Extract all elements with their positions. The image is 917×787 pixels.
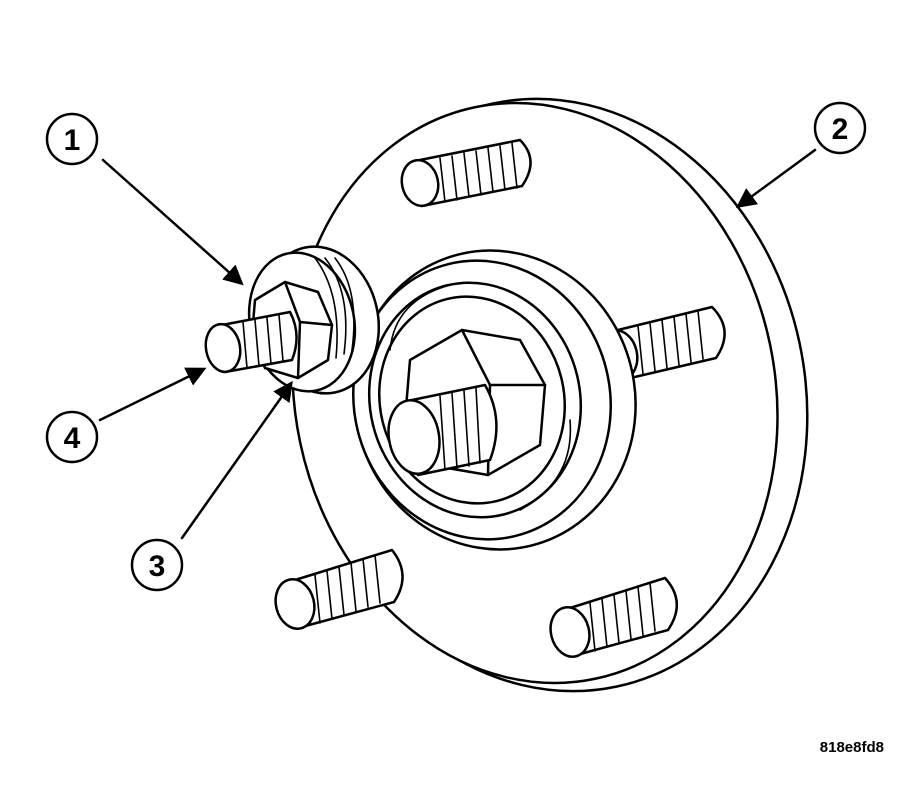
callout-4-label: 4 xyxy=(64,422,81,455)
callout-3: 3 xyxy=(130,538,184,592)
callout-3-label: 3 xyxy=(149,550,166,583)
wheel-stud-bottom-right xyxy=(549,576,678,658)
leader-arrow-4 xyxy=(98,367,207,422)
stud xyxy=(204,310,298,374)
leader-arrow-2 xyxy=(735,148,817,208)
callout-4: 4 xyxy=(45,410,99,464)
axle-shaft-thread xyxy=(387,383,498,477)
leader-arrow-1 xyxy=(101,158,244,286)
wheel-stud-top xyxy=(400,138,532,208)
callout-1: 1 xyxy=(45,112,99,166)
callout-2: 2 xyxy=(813,101,867,155)
figure-code: 818e8fd8 xyxy=(820,739,884,756)
leader-arrow-3 xyxy=(180,380,293,540)
callout-1-label: 1 xyxy=(64,124,81,157)
callout-2-label: 2 xyxy=(832,113,849,146)
wheel-stud-bottom-left xyxy=(274,548,404,630)
leader-arrows xyxy=(98,148,817,540)
